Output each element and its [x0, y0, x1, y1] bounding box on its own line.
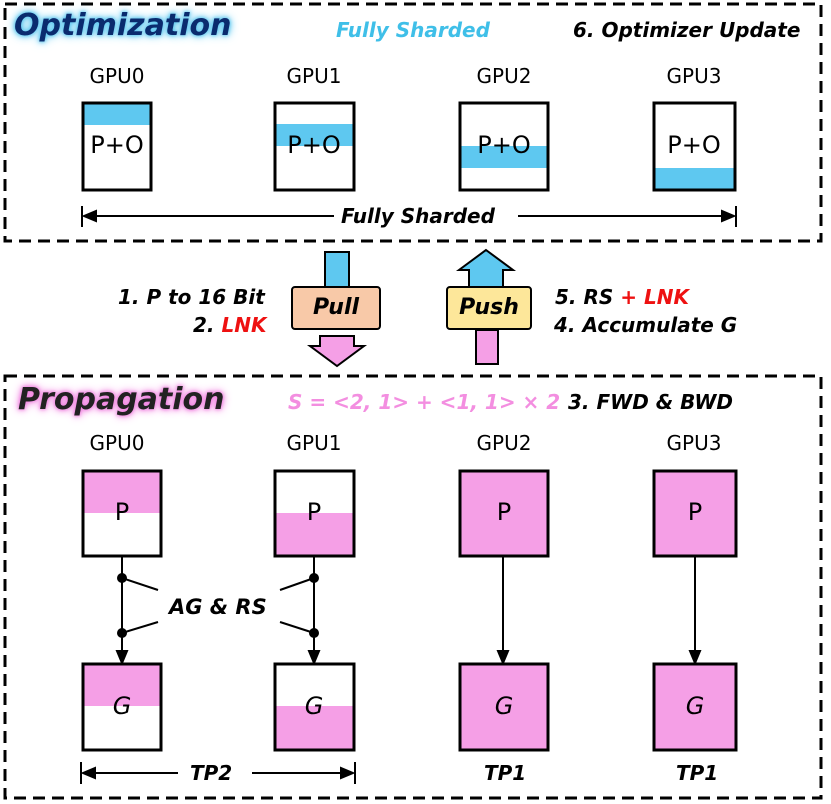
param-box-gpu1-fill [275, 513, 354, 556]
propagation-frame [3, 374, 823, 800]
tp2-label: TP2 [190, 761, 233, 785]
step4-label: 4. Accumulate G [554, 313, 738, 337]
ag-rs-label: AG & RS [169, 595, 267, 619]
sharding-formula: S = <2, 1> + <1, 1> × 2 [288, 390, 561, 414]
prop-gpu2-label: GPU2 [476, 431, 532, 455]
optimizer-update-step: 6. Optimizer Update [573, 18, 801, 42]
push-arrow [455, 248, 517, 365]
tp1-label-gpu2: TP1 [484, 761, 527, 785]
opt-box-gpu1 [273, 101, 356, 192]
opt-gpu2-label: GPU2 [476, 64, 532, 88]
param-gpu3-label: P [687, 498, 703, 526]
step2-label: 2. LNK [193, 313, 266, 337]
grad-gpu3-label: G [685, 692, 705, 720]
optimization-boxes [81, 101, 737, 192]
opt-gpu3-label: GPU3 [666, 64, 722, 88]
grad-box-gpu3 [652, 662, 738, 752]
prop-gpu3-label: GPU3 [666, 431, 722, 455]
optimization-frame [3, 2, 823, 243]
param-gpu1-label: P [306, 498, 322, 526]
param-gpu2-label: P [496, 498, 512, 526]
push-label: Push [446, 286, 532, 330]
opt-box-gpu0-label: P+O [90, 131, 144, 159]
opt-box-gpu2-label: P+O [477, 131, 531, 159]
optimization-subtitle: Fully Sharded [336, 18, 490, 42]
propagation-title: Propagation [18, 382, 225, 417]
grad-box-gpu1-fill [275, 706, 354, 750]
opt-box-gpu0-shard [83, 103, 151, 125]
opt-box-gpu1-shard [275, 124, 354, 146]
param-gpu0-label: P [114, 498, 130, 526]
grad-gpu2-label: G [494, 692, 514, 720]
opt-box-gpu2-shard [460, 146, 548, 168]
opt-box-gpu3-shard [654, 168, 735, 190]
prop-gpu0-label: GPU0 [89, 431, 145, 455]
step5-highlight: + LNK [620, 285, 689, 309]
opt-gpu1-label: GPU1 [286, 64, 342, 88]
step5-prefix: 5. RS [555, 285, 621, 309]
optimization-title: Optimization [14, 8, 232, 43]
step2-highlight: LNK [221, 313, 267, 337]
opt-box-gpu3 [652, 101, 737, 192]
grad-gpu1-label: G [304, 692, 324, 720]
param-box-gpu2 [458, 469, 550, 558]
fully-sharded-span [81, 206, 737, 227]
forward-connectors [115, 556, 702, 666]
opt-box-gpu0 [81, 101, 153, 192]
param-box-gpu3 [652, 469, 738, 558]
opt-box-gpu1-label: P+O [287, 131, 341, 159]
tp1-label-gpu3: TP1 [676, 761, 719, 785]
param-box-gpu0-fill [83, 471, 161, 513]
opt-gpu0-label: GPU0 [89, 64, 145, 88]
step1-label: 1. P to 16 Bit [118, 285, 265, 309]
grad-gpu0-label: G [112, 692, 132, 720]
grad-box-gpu2 [458, 662, 550, 752]
pull-arrow [306, 251, 368, 368]
propagation-boxes [81, 469, 738, 752]
tp2-span [80, 762, 356, 784]
opt-box-gpu3-label: P+O [667, 131, 721, 159]
fully-sharded-span-label: Fully Sharded [341, 204, 495, 228]
prop-gpu1-label: GPU1 [286, 431, 342, 455]
ag-rs-links [117, 573, 319, 638]
fwd-bwd-step: 3. FWD & BWD [568, 390, 733, 414]
pull-label: Pull [291, 286, 381, 330]
opt-box-gpu2 [458, 101, 550, 192]
step5-label: 5. RS + LNK [555, 285, 689, 309]
grad-box-gpu0-fill [83, 664, 161, 706]
step2-prefix: 2. [193, 313, 222, 337]
